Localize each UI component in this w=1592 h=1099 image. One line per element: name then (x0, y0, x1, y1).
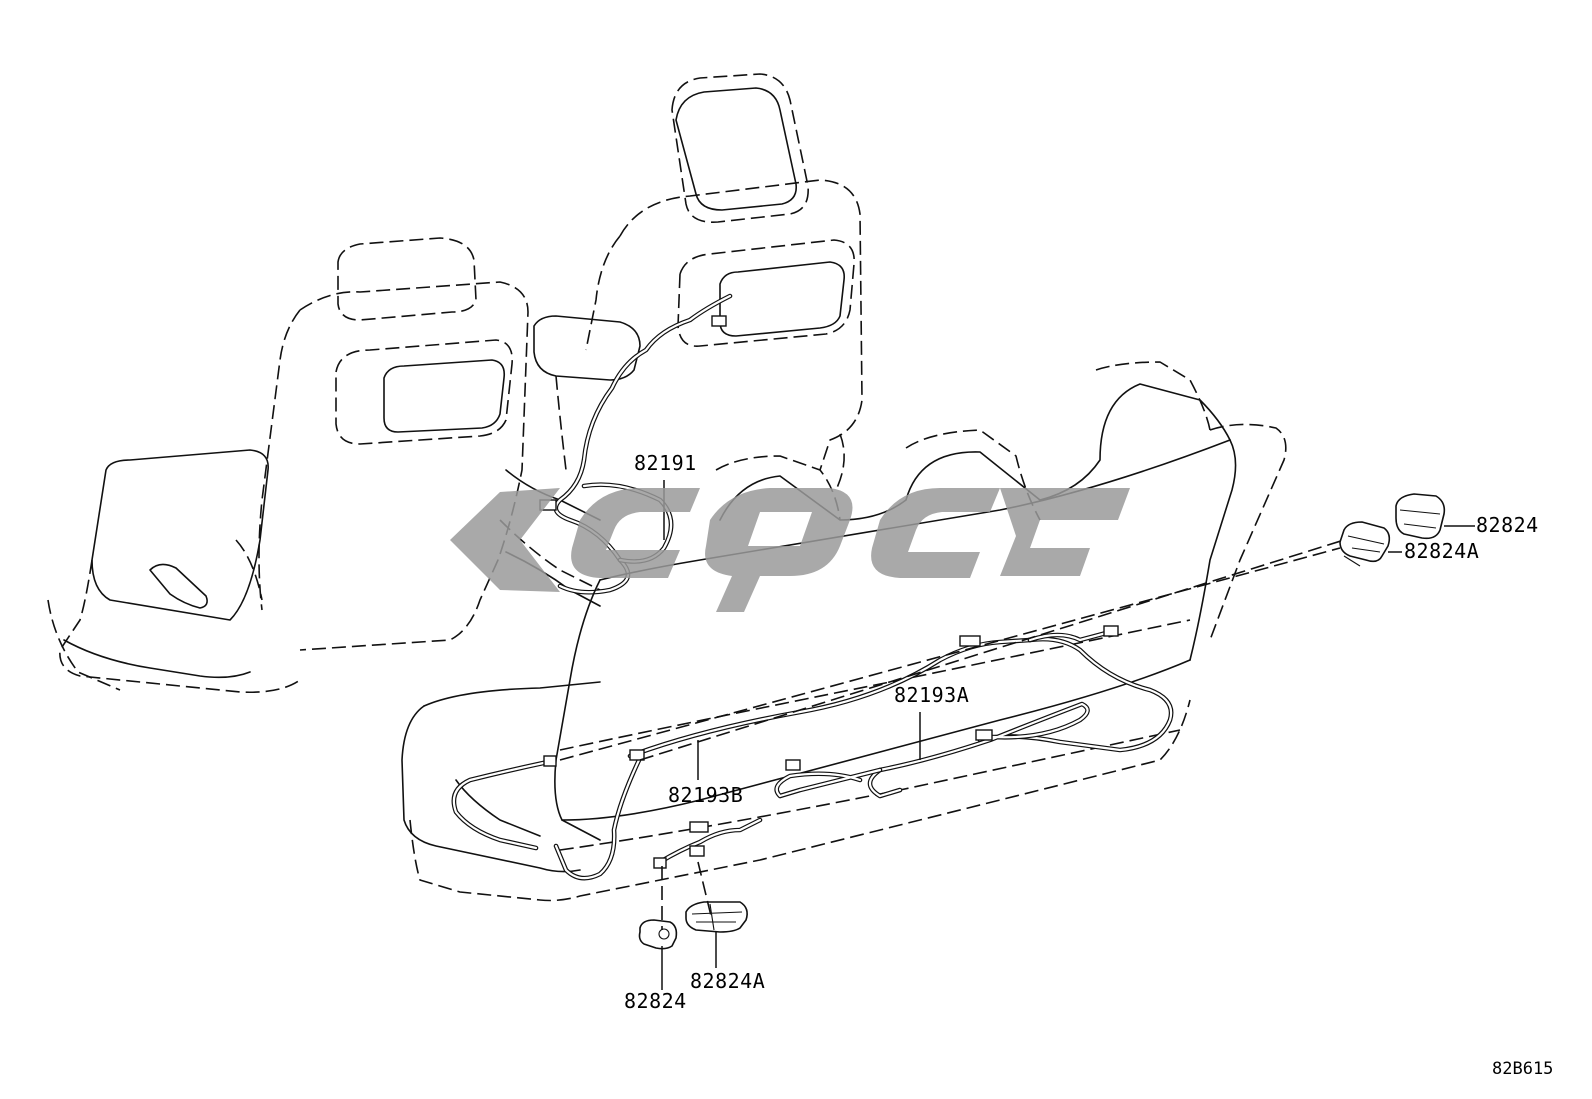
wire-82193 (451, 625, 1174, 881)
clip-guides (559, 539, 1345, 930)
clip-82824A-top (1339, 521, 1402, 567)
watermark-logo (450, 488, 1130, 612)
clip-82824-bottom (638, 919, 678, 990)
callout-82824-bottom: 82824 (624, 989, 687, 1013)
wire-82191 (539, 293, 733, 595)
callout-82193B: 82193B (668, 783, 743, 807)
callout-82193A: 82193A (894, 683, 969, 707)
left-front-seat (47, 237, 529, 694)
callout-82824A-bottom: 82824A (690, 969, 765, 993)
clip-82824-top (1395, 493, 1475, 540)
rear-bench-seat (401, 361, 1287, 902)
diagram-reference-code: 82B615 (1492, 1059, 1553, 1079)
clip-82824A-bottom (685, 901, 748, 968)
callout-82824-top: 82824 (1476, 513, 1539, 537)
callout-82824A-top: 82824A (1404, 539, 1479, 563)
callout-82191: 82191 (634, 451, 697, 475)
